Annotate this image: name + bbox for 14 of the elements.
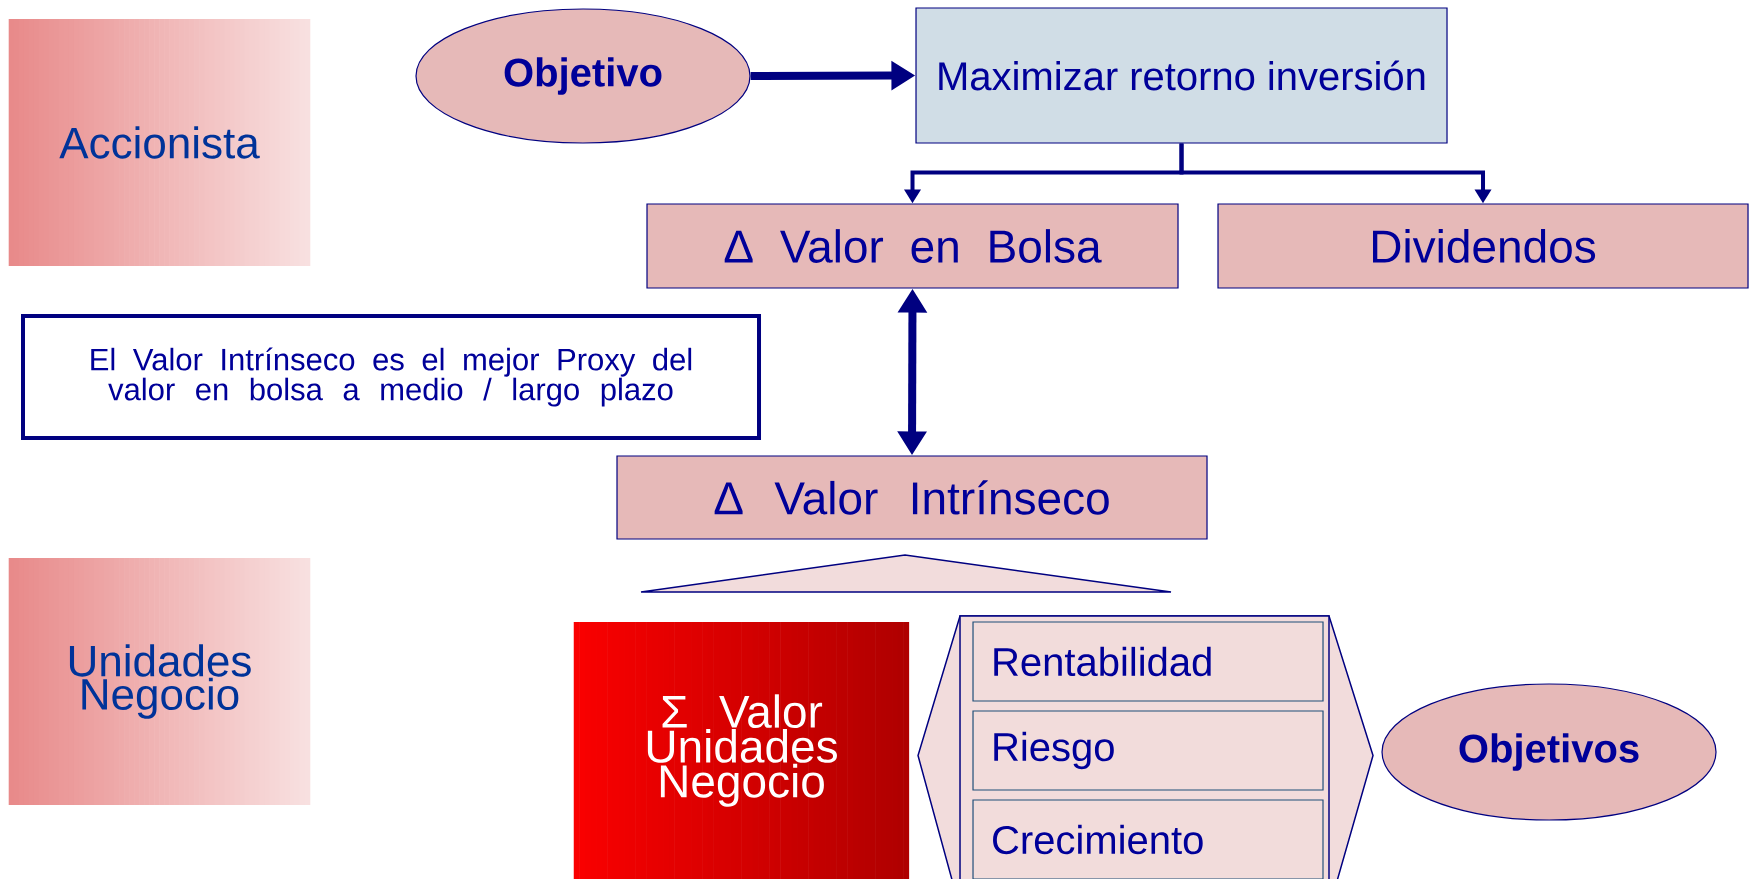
side-banner: Accionista xyxy=(8,19,311,266)
side-banner: Unidades Negocio xyxy=(8,558,311,805)
value-box: Maximizar retorno inversión xyxy=(915,7,1448,144)
node-label: Unidades Negocio xyxy=(69,644,251,719)
sum-box: Σ Valor Unidades Negocio xyxy=(573,622,910,879)
note-box: El Valor Intrínseco es el mejor Proxy del valor en bolsa a medio / largo plazo xyxy=(21,314,761,440)
value-box: Δ Valor en Bolsa xyxy=(646,203,1179,289)
node-label: Σ Valor Unidades Negocio xyxy=(647,694,837,807)
value-box: Δ Valor Intrínseco xyxy=(616,455,1208,540)
node-label: Accionista xyxy=(59,126,260,159)
factor-box: Crecimiento xyxy=(972,799,1324,879)
factor-box: Riesgo xyxy=(972,710,1324,791)
factor-box: Rentabilidad xyxy=(972,621,1324,702)
value-box: Dividendos xyxy=(1217,203,1749,289)
